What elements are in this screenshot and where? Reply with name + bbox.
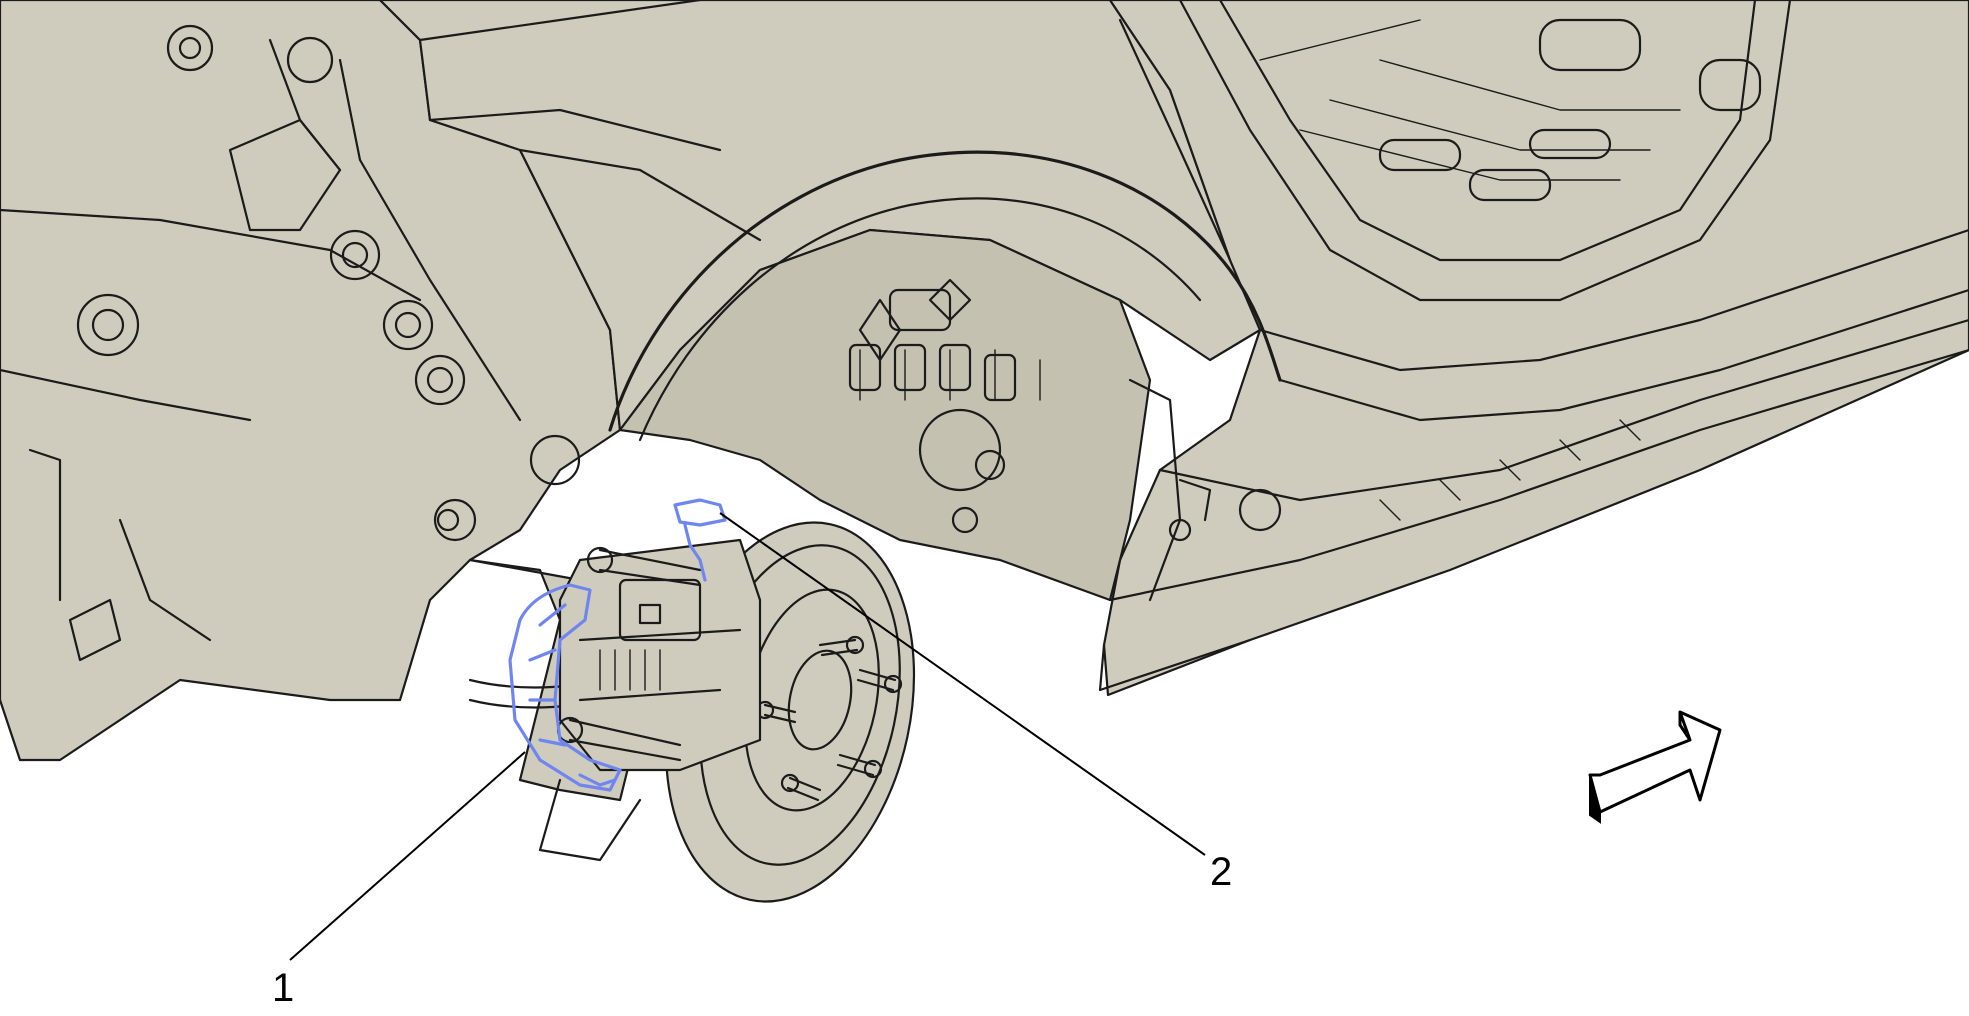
floor-and-rocker-panel xyxy=(1102,0,1969,697)
wheel-speed-sensor-connector xyxy=(673,498,727,582)
callout-label-1: 1 xyxy=(272,966,295,1010)
brake-caliper xyxy=(556,538,762,772)
callout-1-leader xyxy=(289,751,526,961)
vehicle-body-structure xyxy=(0,0,1969,762)
forward-arrow-icon xyxy=(1588,710,1722,824)
callout-2-leader xyxy=(719,512,1206,856)
callout-label-2: 2 xyxy=(1210,850,1233,894)
brake-caliper-mounting-bracket xyxy=(508,583,622,792)
wheel-well-inner xyxy=(618,228,1152,602)
